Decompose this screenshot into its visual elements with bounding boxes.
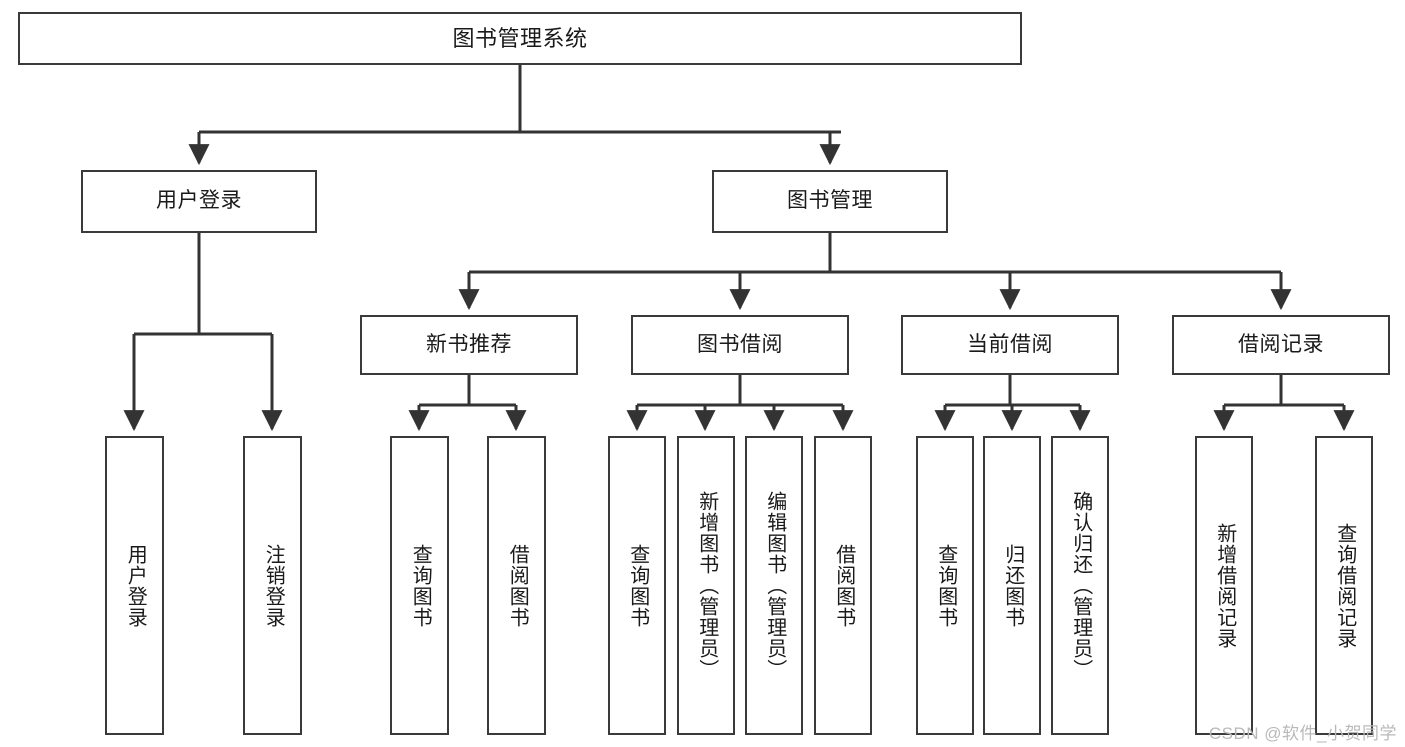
node-label: 借阅图书 — [506, 543, 529, 628]
node-user-login[interactable]: 用户登录 — [81, 170, 317, 233]
leaf-current-return-book[interactable]: 归还图书 — [983, 436, 1041, 735]
node-borrow-record[interactable]: 借阅记录 — [1172, 315, 1390, 375]
node-label: 用户登录 — [124, 543, 147, 628]
node-book-management[interactable]: 图书管理 — [712, 170, 948, 233]
leaf-user-login-login[interactable]: 用户登录 — [105, 436, 164, 735]
node-label: 用户登录 — [156, 189, 242, 213]
node-label: 当前借阅 — [967, 332, 1053, 356]
node-label: 编辑图书（管理员） — [763, 491, 786, 680]
leaf-borrow-query-book[interactable]: 查询图书 — [608, 436, 666, 735]
node-label: 借阅记录 — [1238, 332, 1324, 356]
node-label: 注销登录 — [262, 543, 285, 628]
node-label: 查询图书 — [626, 543, 649, 628]
node-label: 确认归还（管理员） — [1069, 491, 1092, 680]
leaf-record-query-record[interactable]: 查询借阅记录 — [1315, 436, 1373, 735]
leaf-current-confirm-return-admin[interactable]: 确认归还（管理员） — [1051, 436, 1109, 735]
leaf-recommend-query-book[interactable]: 查询图书 — [390, 436, 449, 735]
leaf-user-login-logout[interactable]: 注销登录 — [243, 436, 302, 735]
node-label: 新增图书（管理员） — [695, 491, 718, 680]
watermark-text: CSDN @软件_小贺同学 — [1208, 724, 1397, 743]
node-label: 归还图书 — [1001, 543, 1024, 628]
node-label: 图书管理 — [787, 189, 873, 213]
node-label: 图书管理系统 — [452, 25, 588, 51]
node-label: 新增借阅记录 — [1213, 522, 1236, 649]
leaf-record-add-record[interactable]: 新增借阅记录 — [1195, 436, 1253, 735]
leaf-borrow-add-book-admin[interactable]: 新增图书（管理员） — [677, 436, 735, 735]
node-new-book-recommend[interactable]: 新书推荐 — [360, 315, 578, 375]
node-label: 新书推荐 — [426, 332, 512, 356]
node-label: 查询图书 — [934, 543, 957, 628]
node-label: 查询借阅记录 — [1333, 522, 1356, 649]
node-label: 借阅图书 — [832, 543, 855, 628]
node-root-system[interactable]: 图书管理系统 — [18, 12, 1022, 65]
node-current-borrow[interactable]: 当前借阅 — [901, 315, 1119, 375]
node-label: 图书借阅 — [697, 332, 783, 356]
leaf-borrow-edit-book-admin[interactable]: 编辑图书（管理员） — [745, 436, 803, 735]
node-label: 查询图书 — [409, 543, 432, 628]
leaf-borrow-borrow-book[interactable]: 借阅图书 — [814, 436, 872, 735]
leaf-recommend-borrow-book[interactable]: 借阅图书 — [487, 436, 546, 735]
node-book-borrow[interactable]: 图书借阅 — [631, 315, 849, 375]
leaf-current-query-book[interactable]: 查询图书 — [916, 436, 974, 735]
